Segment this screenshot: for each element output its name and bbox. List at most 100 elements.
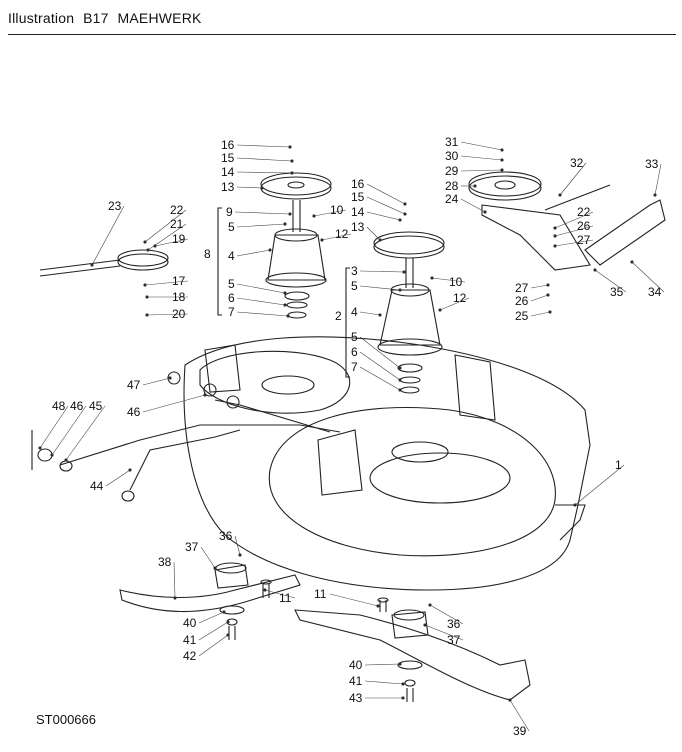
- linkage-rod-upper: [214, 399, 331, 433]
- leader-line-26: [530, 294, 549, 302]
- blade-38: [119, 574, 301, 613]
- leader-line-22: [144, 209, 187, 243]
- leader-dot-38: [173, 596, 177, 600]
- callout-15: 15: [221, 151, 235, 165]
- callout-46: 46: [127, 405, 141, 419]
- callout-29: 29: [445, 164, 459, 178]
- leader-line-4: [236, 249, 271, 257]
- leader-dot-24: [483, 210, 487, 214]
- callout-17: 17: [172, 274, 186, 288]
- leader-line-13: [236, 186, 263, 189]
- leader-line-5: [359, 336, 401, 369]
- callout-14: 14: [221, 165, 235, 179]
- spindle-housing-right: [379, 289, 441, 346]
- leader-line-7: [236, 311, 289, 317]
- leader-line-24: [460, 198, 486, 213]
- leader-line-15: [236, 157, 293, 162]
- callout-19: 19: [172, 232, 186, 246]
- leader-line-9: [234, 211, 291, 215]
- callout-25: 25: [515, 309, 529, 323]
- leader-dot-45: [64, 458, 68, 462]
- leader-line-34: [631, 261, 665, 293]
- bearing-6-right: [399, 376, 421, 384]
- callout-45: 45: [89, 399, 103, 413]
- leader-dot-37: [423, 623, 427, 627]
- header-code: B17: [83, 10, 109, 26]
- leader-line-5: [359, 285, 401, 291]
- callout-44: 44: [90, 479, 104, 493]
- leader-dot-20: [145, 313, 149, 317]
- bracket-33: [584, 199, 666, 266]
- leader-line-10: [431, 277, 466, 283]
- callout-27: 27: [577, 233, 591, 247]
- leader-dot-13: [260, 186, 264, 190]
- bolt-43-right: [406, 688, 414, 702]
- callout-7: 7: [351, 360, 358, 374]
- callout-5: 5: [228, 277, 235, 291]
- callout-24: 24: [445, 192, 459, 206]
- leader-line-31: [460, 141, 503, 151]
- leader-line-17: [144, 280, 189, 286]
- callout-41: 41: [349, 674, 363, 688]
- leader-line-1: [574, 464, 625, 506]
- callout-6: 6: [351, 345, 358, 359]
- leader-dot-41: [401, 682, 405, 686]
- leader-line-37: [200, 546, 216, 569]
- washer-41-right: [404, 679, 416, 687]
- callout-16: 16: [221, 138, 235, 152]
- leader-line-4: [359, 311, 381, 316]
- leader-dot-36: [238, 553, 242, 557]
- leader-dot-19: [153, 244, 157, 248]
- drawing-reference: ST000666: [36, 712, 96, 727]
- deck-dome-left: [199, 350, 351, 414]
- callout-36: 36: [219, 529, 233, 543]
- leader-line-16: [366, 183, 406, 205]
- leader-line-47: [142, 377, 171, 386]
- leader-line-33: [654, 163, 662, 196]
- leader-dot-44: [128, 468, 132, 472]
- leader-dot-28: [473, 184, 477, 188]
- leader-dot-30: [500, 158, 504, 162]
- callout-32: 32: [570, 156, 584, 170]
- leader-line-14: [236, 171, 293, 174]
- leader-dot-18: [145, 295, 149, 299]
- bearing-6-left: [286, 301, 308, 309]
- leader-dot-31: [500, 148, 504, 152]
- leader-dot-6: [283, 303, 287, 307]
- leader-dot-3: [402, 270, 406, 274]
- leader-dot-37: [213, 566, 217, 570]
- deck-bracket-front: [317, 429, 363, 496]
- callout-26: 26: [577, 219, 591, 233]
- leader-dot-16: [403, 202, 407, 206]
- leader-line-30: [460, 155, 503, 161]
- leader-dot-4: [378, 313, 382, 317]
- leader-line-12: [321, 233, 352, 241]
- leader-line-36: [429, 604, 464, 625]
- leader-line-5: [236, 283, 286, 294]
- linkage-rod-44: [59, 424, 341, 466]
- callout-34: 34: [648, 285, 662, 299]
- pulley-19: [117, 253, 169, 271]
- callout-40: 40: [349, 658, 363, 672]
- group-bracket-8: [217, 207, 222, 316]
- callout-35: 35: [610, 285, 624, 299]
- leader-line-39: [509, 699, 530, 732]
- callout-16: 16: [351, 177, 365, 191]
- deck-rim: [555, 504, 586, 541]
- deck-right-hub: [391, 441, 449, 463]
- leader-line-5: [236, 223, 286, 228]
- leader-dot-41: [226, 620, 230, 624]
- spindle-shaft-right: [405, 258, 414, 288]
- callout-40: 40: [183, 616, 197, 630]
- leader-dot-12: [438, 308, 442, 312]
- leader-dot-13: [378, 238, 382, 242]
- callout-22: 22: [170, 203, 184, 217]
- leader-dot-10: [430, 276, 434, 280]
- leader-dot-46: [203, 393, 207, 397]
- callout-20: 20: [172, 307, 186, 321]
- callout-18: 18: [172, 290, 186, 304]
- leader-dot-15: [403, 212, 407, 216]
- bearing-7-right: [400, 386, 420, 394]
- callout-1: 1: [615, 458, 622, 472]
